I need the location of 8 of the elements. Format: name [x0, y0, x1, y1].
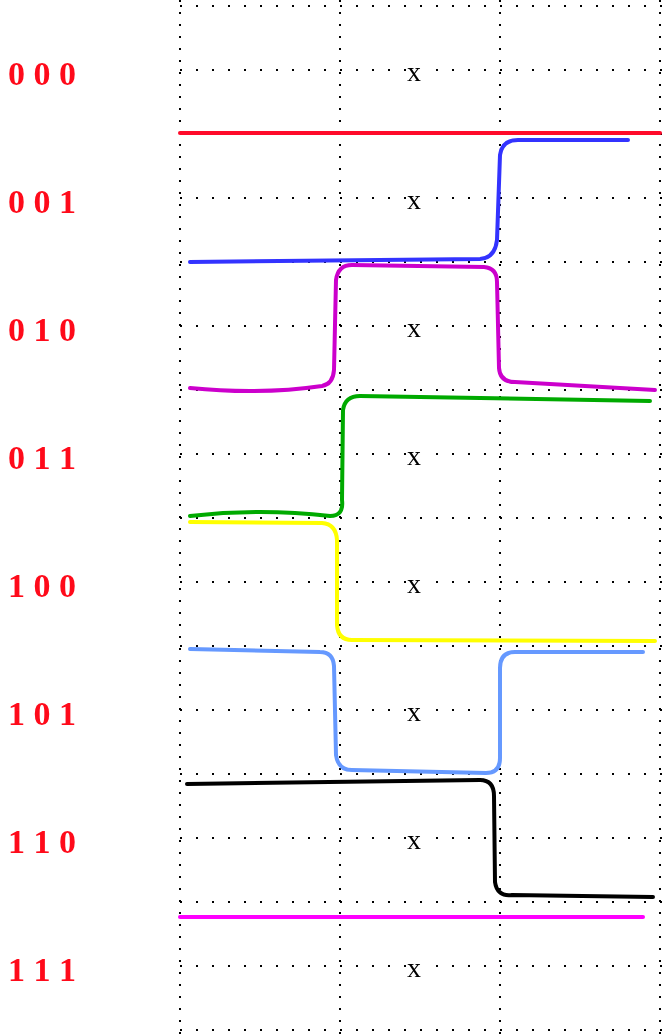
state-code: 0 1 0	[8, 313, 76, 347]
state-code: 0 1 1	[8, 441, 76, 475]
state-code: 0 0 0	[8, 57, 76, 91]
state-code: 1 1 1	[8, 953, 76, 987]
state-code: 1 0 0	[8, 569, 76, 603]
state-code: 0 0 1	[8, 185, 76, 219]
state-code: 1 0 1	[8, 697, 76, 731]
state-code: 1 1 0	[8, 825, 76, 859]
